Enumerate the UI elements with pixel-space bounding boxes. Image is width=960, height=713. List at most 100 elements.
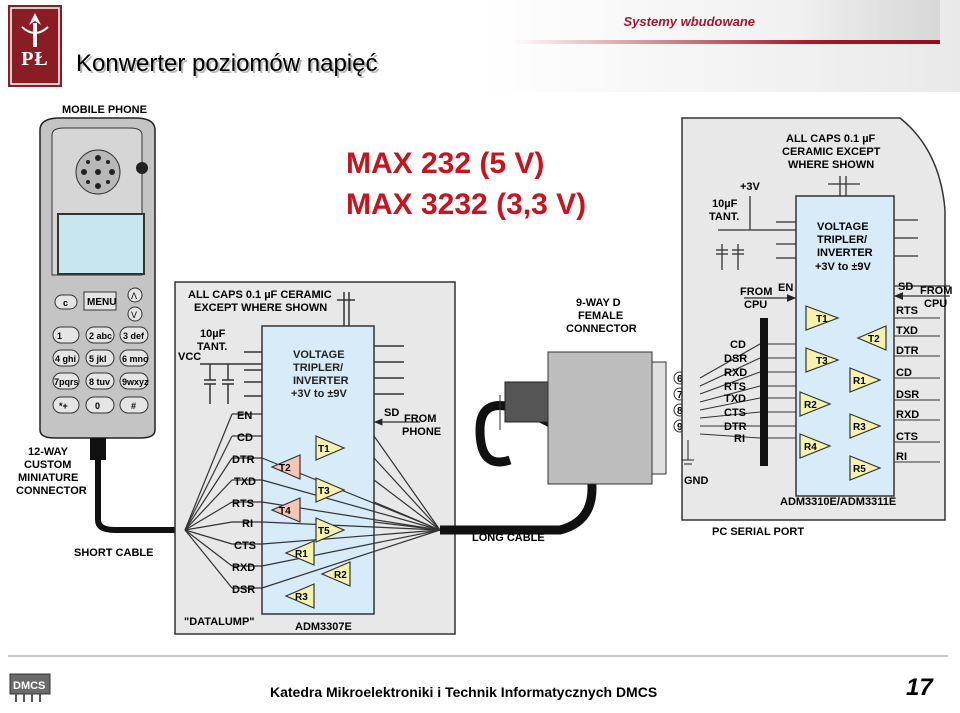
svg-text:R3: R3: [853, 422, 866, 433]
headline-line2: MAX 3232 (3,3 V): [346, 188, 586, 221]
svg-text:ALL CAPS 0.1 µF: ALL CAPS 0.1 µF: [786, 133, 876, 145]
svg-text:DTR: DTR: [232, 454, 255, 466]
svg-text:+3V to ±9V: +3V to ±9V: [291, 388, 348, 400]
svg-text:4 ghi: 4 ghi: [55, 354, 76, 364]
mobile-phone: c MENU Λ V 1 2 abc 3 def 4 ghi 5 jkl 6 m…: [39, 117, 156, 460]
svg-text:RI: RI: [896, 451, 907, 463]
svg-text:T3: T3: [318, 486, 330, 497]
right-buffers: [799, 305, 887, 481]
svg-text:CONNECTOR: CONNECTOR: [566, 323, 637, 335]
svg-text:TANT.: TANT.: [709, 211, 739, 223]
svg-text:0: 0: [95, 401, 100, 411]
logo-emblem-icon: [10, 7, 60, 85]
svg-text:R4: R4: [804, 442, 817, 453]
svg-text:CD: CD: [730, 339, 746, 351]
slide-subtitle: Systemy wbudowane: [623, 14, 755, 29]
datalump-name: "DATALUMP": [184, 616, 255, 628]
svg-text:6: 6: [677, 374, 683, 385]
svg-text:T4: T4: [279, 506, 291, 517]
svg-text:V: V: [131, 310, 137, 320]
svg-text:TXD: TXD: [724, 393, 746, 405]
circuit-diagram: MAX 232 (5 V) MAX 3232 (3,3 V) MOBILE PH…: [16, 104, 952, 635]
svg-text:RI: RI: [734, 433, 745, 445]
svg-text:CONNECTOR: CONNECTOR: [16, 485, 87, 497]
svg-text:9wxyz: 9wxyz: [122, 377, 149, 387]
svg-text:7: 7: [677, 390, 683, 401]
svg-text:SD: SD: [384, 407, 399, 419]
svg-text:R2: R2: [804, 400, 817, 411]
svg-text:TRIPLER/: TRIPLER/: [817, 234, 867, 246]
header-fade: [800, 0, 940, 44]
svg-text:CD: CD: [896, 367, 912, 379]
svg-text:TXD: TXD: [234, 476, 256, 488]
svg-text:GND: GND: [684, 475, 709, 487]
svg-text:5 jkl: 5 jkl: [89, 354, 107, 364]
svg-text:FROM: FROM: [404, 413, 436, 425]
svg-text:EXCEPT WHERE SHOWN: EXCEPT WHERE SHOWN: [194, 302, 327, 314]
svg-text:DSR: DSR: [724, 353, 747, 365]
right-capacitors: [716, 176, 950, 302]
svg-text:RTS: RTS: [724, 381, 746, 393]
svg-text:FROM: FROM: [920, 285, 952, 297]
svg-text:2 abc: 2 abc: [89, 331, 112, 341]
adm3307e-part: ADM3307E: [295, 621, 352, 633]
svg-text:#: #: [131, 401, 136, 411]
phone-label: MOBILE PHONE: [62, 104, 147, 116]
svg-text:RXD: RXD: [724, 367, 747, 379]
svg-text:R3: R3: [295, 592, 308, 603]
svg-text:RI: RI: [242, 518, 253, 530]
svg-text:R1: R1: [853, 376, 866, 387]
vcc-label: VCC: [178, 351, 201, 363]
svg-text:T1: T1: [816, 314, 828, 325]
header-accent-line: [510, 40, 940, 44]
svg-text:DTR: DTR: [724, 421, 747, 433]
footer-department: Katedra Mikroelektroniki i Technik Infor…: [270, 684, 658, 700]
headline-line1: MAX 232 (5 V): [346, 147, 544, 180]
svg-text:*+: *+: [59, 401, 68, 411]
svg-text:RXD: RXD: [896, 409, 919, 421]
svg-text:Λ: Λ: [131, 291, 137, 301]
svg-text:TANT.: TANT.: [197, 341, 227, 353]
svg-text:T5: T5: [318, 526, 330, 537]
svg-text:INVERTER: INVERTER: [817, 247, 873, 259]
svg-text:+3V: +3V: [740, 181, 761, 193]
left-buffers: [270, 435, 351, 609]
svg-text:DTR: DTR: [896, 345, 919, 357]
svg-text:WHERE SHOWN: WHERE SHOWN: [788, 159, 874, 171]
svg-text:RTS: RTS: [896, 305, 918, 317]
right-right-pin-labels: RTS TXD DTR CD DSR RXD CTS RI: [896, 305, 919, 463]
svg-text:CTS: CTS: [724, 407, 746, 419]
svg-text:EN: EN: [237, 410, 252, 422]
svg-text:T2: T2: [868, 334, 880, 345]
svg-text:1: 1: [57, 331, 62, 341]
svg-text:DMCS: DMCS: [13, 680, 45, 692]
svg-text:SD: SD: [898, 281, 913, 293]
svg-text:MINIATURE: MINIATURE: [18, 472, 78, 484]
svg-text:RXD: RXD: [232, 562, 255, 574]
svg-text:3 def: 3 def: [123, 331, 145, 341]
svg-text:+3V to ±9V: +3V to ±9V: [815, 261, 872, 273]
svg-text:CERAMIC EXCEPT: CERAMIC EXCEPT: [782, 146, 881, 158]
connector-label: 12-WAY CUSTOM MINIATURE CONNECTOR: [16, 446, 87, 497]
svg-text:6 mno: 6 mno: [122, 354, 149, 364]
svg-text:EN: EN: [778, 282, 793, 294]
short-cable: [95, 460, 185, 533]
svg-text:T1: T1: [318, 444, 330, 455]
university-logo: [8, 5, 62, 87]
svg-text:R5: R5: [853, 464, 866, 475]
dmcs-chip-icon: DMCS: [9, 673, 51, 702]
logo-text: PŁ: [21, 48, 49, 70]
svg-text:CPU: CPU: [744, 299, 767, 311]
svg-text:8 tuv: 8 tuv: [89, 377, 110, 387]
svg-text:VOLTAGE: VOLTAGE: [817, 221, 869, 233]
svg-text:R1: R1: [295, 549, 308, 560]
svg-text:12-WAY: 12-WAY: [28, 446, 69, 458]
adm3310e-part: ADM3310E/ADM3311E: [780, 496, 896, 508]
page-number: 17: [906, 674, 933, 701]
svg-text:CUSTOM: CUSTOM: [24, 459, 71, 471]
svg-text:TXD: TXD: [896, 325, 918, 337]
svg-text:CTS: CTS: [234, 540, 256, 552]
svg-text:FEMALE: FEMALE: [578, 310, 623, 322]
svg-text:DSR: DSR: [232, 584, 255, 596]
phone-menu-key: MENU: [87, 297, 116, 308]
